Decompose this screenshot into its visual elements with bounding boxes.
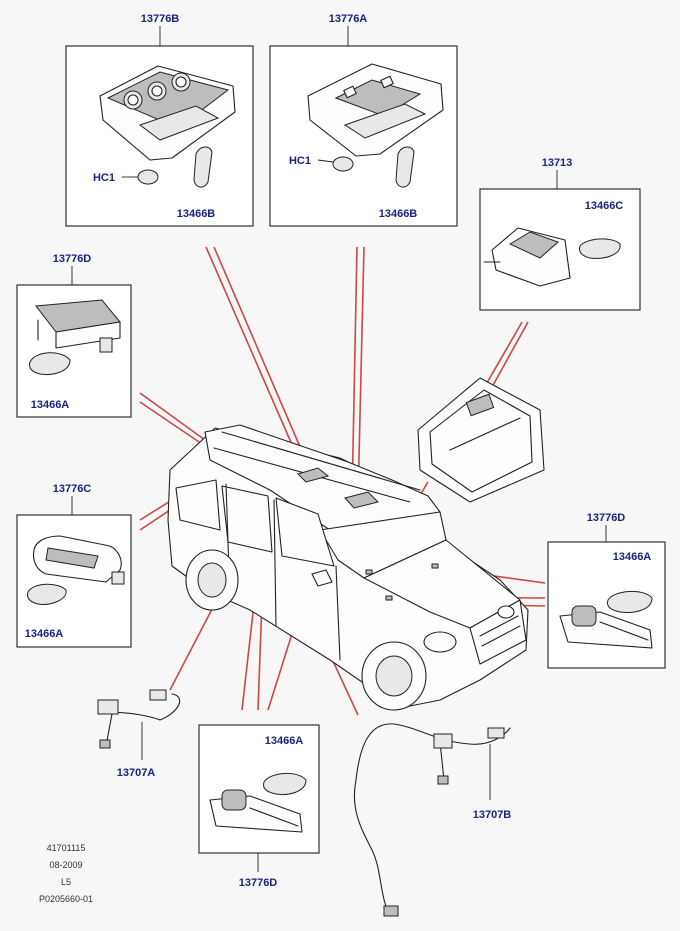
footer-line-4: P0205660-01 bbox=[39, 894, 93, 904]
label-13466A-bottom: 13466A bbox=[265, 735, 304, 747]
footer-line-3: L5 bbox=[61, 877, 71, 887]
label-13776A: 13776A bbox=[329, 13, 368, 25]
label-13466A-left: 13466A bbox=[31, 399, 70, 411]
vehicle-outline bbox=[167, 424, 529, 711]
label-hc1-a: HC1 bbox=[289, 155, 311, 167]
label-13466C: 13466C bbox=[585, 200, 624, 212]
glovebox-drawing bbox=[417, 377, 545, 503]
part-labels: 13776B 13776A 13713 13466C 13776D 13466A… bbox=[25, 13, 652, 889]
label-13776D-right: 13776D bbox=[587, 512, 626, 524]
label-hc1-b: HC1 bbox=[93, 172, 115, 184]
label-13707B: 13707B bbox=[473, 809, 512, 821]
label-13776C: 13776C bbox=[53, 483, 92, 495]
box-13776D-right bbox=[547, 525, 666, 669]
footer-reference: 41701115 08-2009 L5 P0205660-01 bbox=[39, 843, 93, 904]
label-13466B-a: 13466B bbox=[379, 208, 418, 220]
harness-13707B bbox=[353, 723, 511, 917]
label-13776B: 13776B bbox=[141, 13, 180, 25]
box-13776D-left bbox=[16, 266, 132, 418]
label-13707A: 13707A bbox=[117, 767, 156, 779]
box-13713 bbox=[479, 170, 641, 311]
footer-line-2: 08-2009 bbox=[49, 860, 82, 870]
harness-13707A bbox=[97, 689, 181, 760]
label-13466A-right: 13466A bbox=[613, 551, 652, 563]
label-13776D-bottom: 13776D bbox=[239, 877, 278, 889]
label-13466B-b: 13466B bbox=[177, 208, 216, 220]
label-13713: 13713 bbox=[542, 157, 573, 169]
label-13466A-c: 13466A bbox=[25, 628, 64, 640]
box-13776B bbox=[65, 26, 254, 227]
label-13776D-left: 13776D bbox=[53, 253, 92, 265]
box-13776D-bottom bbox=[198, 724, 320, 872]
box-13776C bbox=[16, 496, 132, 648]
box-13776A bbox=[269, 26, 458, 227]
footer-line-1: 41701115 bbox=[47, 843, 86, 853]
